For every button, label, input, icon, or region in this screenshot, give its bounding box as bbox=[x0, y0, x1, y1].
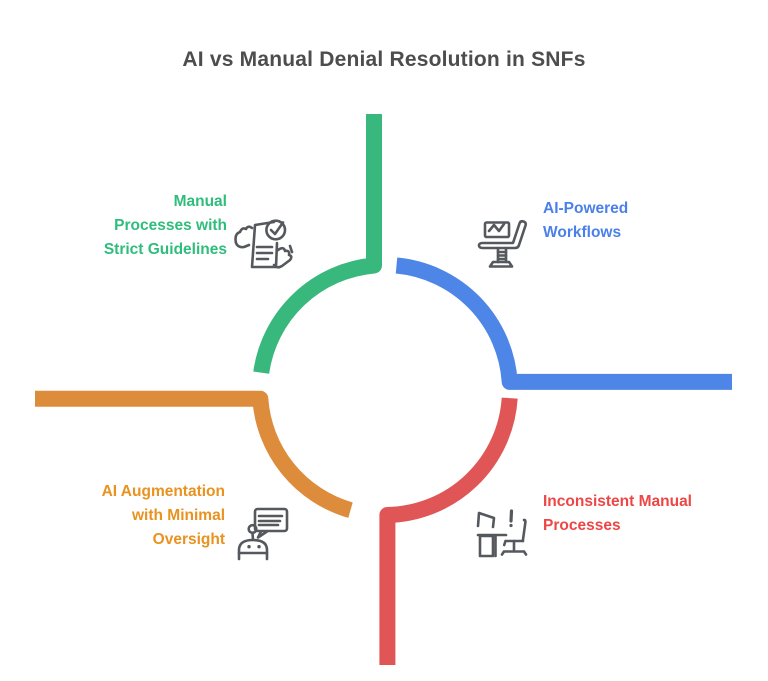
quadrant-arc-inconsistent-manual bbox=[379, 397, 518, 665]
robot-chat-icon bbox=[237, 507, 289, 561]
quadrant-arc-ai-workflows bbox=[395, 257, 732, 390]
document-check-icon bbox=[234, 219, 294, 269]
desk-computer-icon bbox=[476, 509, 528, 558]
quadrant-arc-ai-augmentation bbox=[35, 390, 353, 518]
page-title: AI vs Manual Denial Resolution in SNFs bbox=[182, 48, 586, 71]
quadrant-arc-manual-strict bbox=[253, 114, 382, 374]
label-manual-processes-strict-guidelines: Manual Processes with Strict Guidelines bbox=[103, 193, 227, 258]
label-ai-powered-workflows: AI-Powered Workflows bbox=[543, 200, 629, 241]
label-ai-augmentation-minimal-oversight: AI Augmentation with Minimal Oversight bbox=[101, 483, 225, 548]
monitor-chart-icon bbox=[477, 219, 528, 268]
label-inconsistent-manual-processes: Inconsistent Manual Processes bbox=[543, 493, 692, 534]
